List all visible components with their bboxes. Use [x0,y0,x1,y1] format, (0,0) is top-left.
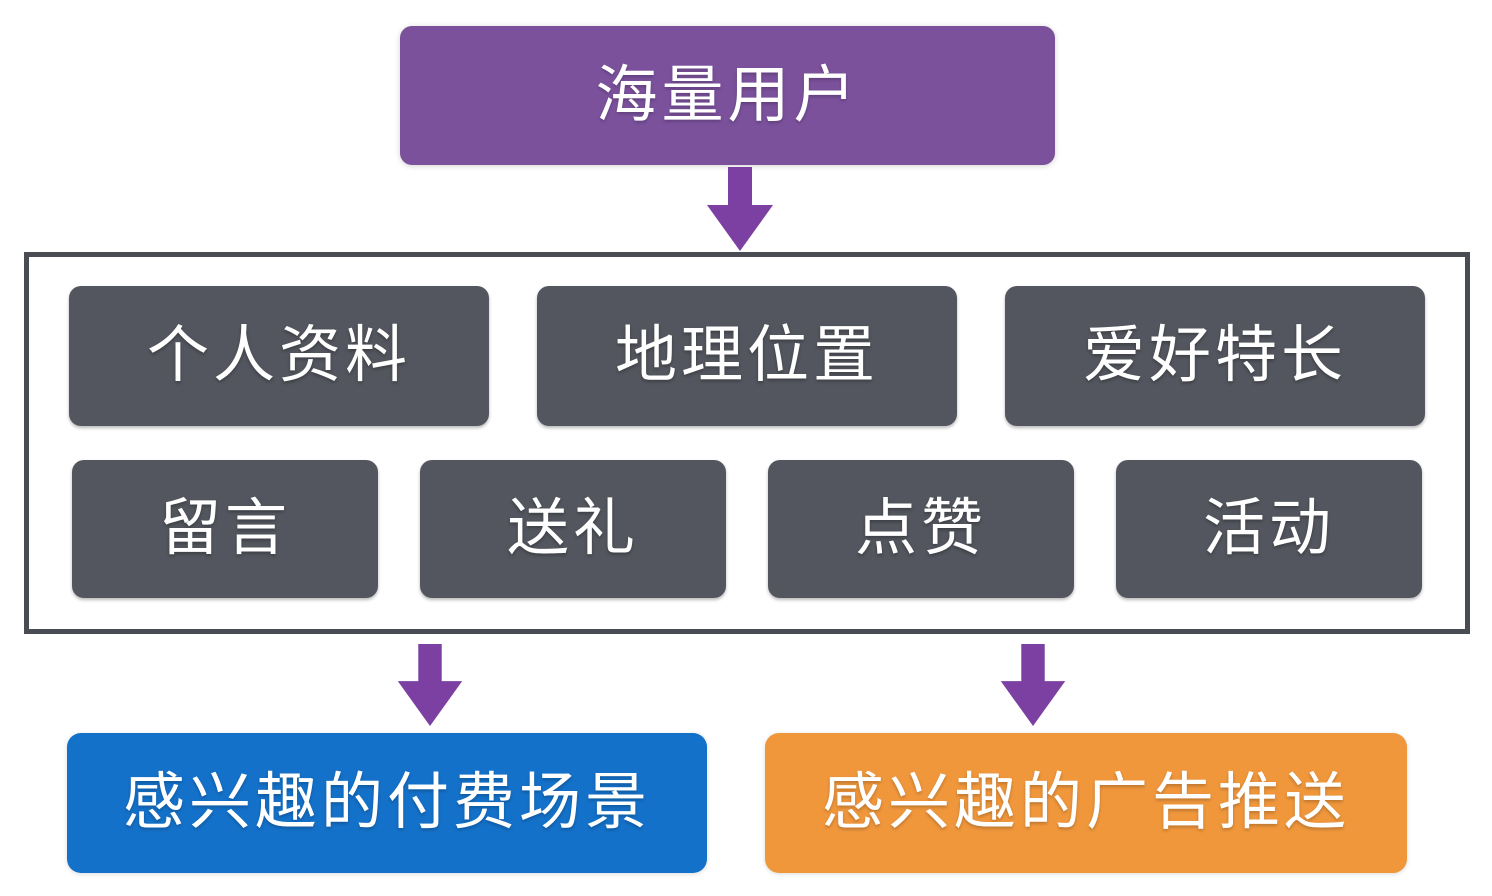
node-activities: 活动 [1116,460,1422,598]
user-data-group: 个人资料 地理位置 爱好特长 留言 送礼 点赞 活动 [24,252,1470,634]
arrow-down-right-shape [1000,644,1066,726]
node-ad-push: 感兴趣的广告推送 [765,733,1407,873]
node-hobbies-skills-label: 爱好特长 [1082,321,1347,390]
node-hobbies-skills: 爱好特长 [1005,286,1425,426]
node-gifting: 送礼 [420,460,726,598]
node-likes: 点赞 [768,460,1074,598]
arrow-down-left-icon [397,644,463,726]
arrow-down-top-shape [707,167,773,251]
arrow-down-left-shape [397,644,463,726]
node-paid-scenarios: 感兴趣的付费场景 [67,733,707,873]
arrow-down-right-icon [1000,644,1066,726]
user-data-row-actions: 留言 送礼 点赞 活动 [29,460,1465,598]
node-gifting-label: 送礼 [506,494,639,563]
node-massive-users: 海量用户 [400,26,1055,165]
node-ad-push-label: 感兴趣的广告推送 [821,768,1350,837]
node-messages-label: 留言 [158,494,291,563]
node-geo-location-label: 地理位置 [614,321,879,390]
node-personal-profile-label: 个人资料 [146,321,411,390]
node-personal-profile: 个人资料 [69,286,489,426]
arrow-down-top-icon [707,167,773,251]
node-massive-users-label: 海量用户 [595,60,860,130]
node-paid-scenarios-label: 感兴趣的付费场景 [122,768,651,837]
node-activities-label: 活动 [1202,494,1335,563]
user-data-row-attributes: 个人资料 地理位置 爱好特长 [29,286,1465,426]
node-messages: 留言 [72,460,378,598]
node-likes-label: 点赞 [854,494,987,563]
node-geo-location: 地理位置 [537,286,957,426]
